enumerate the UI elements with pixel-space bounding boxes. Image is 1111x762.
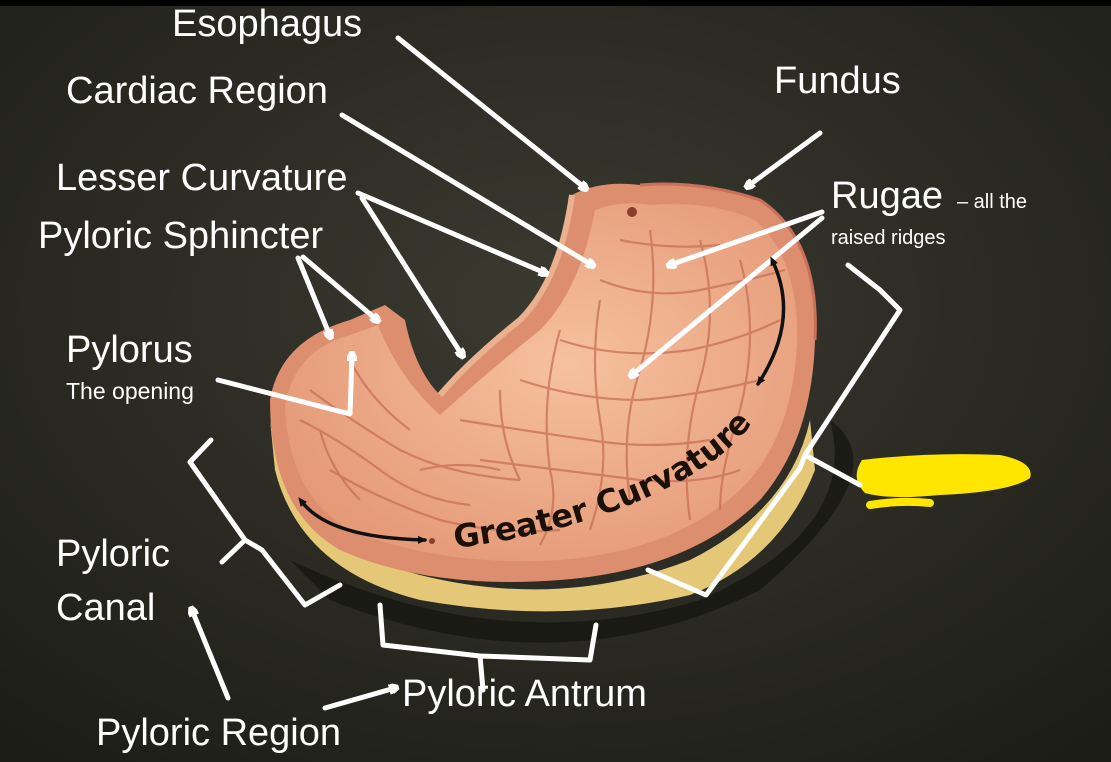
pyloric-canal-label-line-1: Pyloric bbox=[56, 533, 170, 575]
pylorus-note: The opening bbox=[66, 378, 194, 404]
stomach-model bbox=[270, 182, 854, 643]
cardiac-region-label: Cardiac Region bbox=[66, 70, 328, 112]
lesser-curvature-label: Lesser Curvature bbox=[56, 157, 347, 199]
pyloric-region-label: Pyloric Region bbox=[96, 712, 341, 754]
rugae-arrow-1 bbox=[670, 209, 825, 265]
pyloric-canal-brace bbox=[187, 437, 343, 608]
pyloric-region-arrow-1 bbox=[192, 610, 231, 701]
fundus-label: Fundus bbox=[774, 60, 901, 102]
rugae-arrow-2 bbox=[632, 215, 825, 375]
pyloric-sphincter-label: Pyloric Sphincter bbox=[38, 215, 323, 257]
rugae-note-line-2: raised ridges bbox=[831, 227, 946, 249]
pyloric-sphincter-arrow-2 bbox=[300, 254, 377, 320]
pylorus-label: Pylorus bbox=[66, 329, 193, 371]
fundus-arrow bbox=[748, 130, 823, 186]
fundus-body-brace bbox=[645, 262, 903, 598]
label-braces bbox=[187, 262, 903, 693]
fundus-double-arrow bbox=[756, 256, 786, 386]
cardiac-region-arrow bbox=[339, 112, 592, 265]
pyloric-region-arrow-2 bbox=[322, 688, 395, 711]
pylorus-dot bbox=[429, 538, 435, 544]
lesser-curvature-arrow-2 bbox=[359, 195, 462, 355]
rugae-ridges bbox=[299, 229, 786, 546]
pyloric-double-arrow bbox=[298, 497, 427, 544]
pyloric-canal-label-line-2: Canal bbox=[56, 587, 155, 629]
dark-arrows bbox=[298, 256, 786, 544]
rugae-label: Rugae bbox=[831, 175, 943, 217]
esophagus-opening bbox=[627, 207, 637, 217]
pyloric-sphincter-arrow-1 bbox=[295, 255, 330, 336]
lesser-curvature-arrow-1 bbox=[355, 190, 545, 273]
top-border bbox=[0, 0, 1111, 6]
esophagus-arrow bbox=[395, 35, 585, 188]
esophagus-label: Esophagus bbox=[172, 3, 362, 45]
rugae-note-line-1: – all the bbox=[957, 191, 1027, 213]
label-arrows bbox=[192, 35, 825, 711]
pyloric-antrum-brace bbox=[377, 602, 599, 693]
pyloric-antrum-label: Pyloric Antrum bbox=[402, 673, 647, 715]
pylorus-arrow bbox=[215, 355, 352, 417]
text-labels: Esophagus Cardiac Region Fundus Lesser C… bbox=[38, 3, 1027, 754]
highlighter-mark bbox=[856, 454, 1031, 509]
